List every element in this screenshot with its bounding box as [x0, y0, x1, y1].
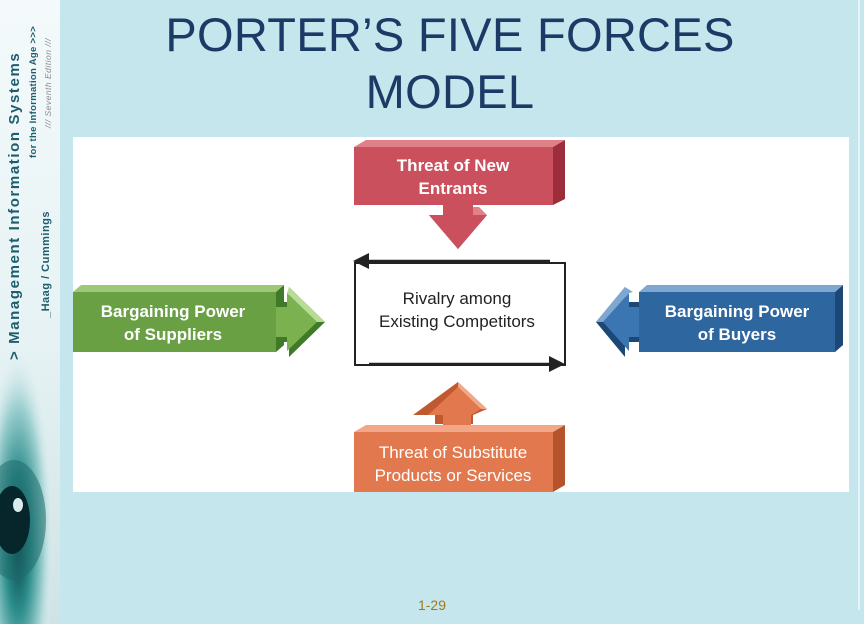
eye-graphic-icon — [0, 300, 60, 624]
suppliers-line-1: Bargaining Power — [101, 302, 246, 321]
new-entrants-line-2: Entrants — [419, 179, 488, 198]
substitutes-line-2: Products or Services — [375, 466, 532, 485]
five-forces-diagram: Threat of New Entrants Bargaining Power … — [73, 137, 849, 492]
book-title: > Management Information Systems — [6, 51, 23, 360]
rivalry-line-1: Rivalry among — [403, 289, 512, 308]
title-line-1: PORTER’S FIVE FORCES — [165, 8, 735, 61]
sidebar-band: > Management Information Systems for the… — [0, 0, 60, 624]
title-line-2: MODEL — [365, 65, 535, 118]
buyers-line-2: of Buyers — [698, 325, 776, 344]
buyers-rect — [639, 292, 835, 352]
slide-title: PORTER’S FIVE FORCES MODEL — [110, 6, 790, 120]
new-entrants-box: Threat of New Entrants — [354, 140, 565, 249]
arrow-left-icon — [353, 253, 369, 269]
new-entrants-rect — [354, 147, 553, 205]
buyers-line-1: Bargaining Power — [665, 302, 810, 321]
suppliers-box: Bargaining Power of Suppliers — [73, 285, 325, 357]
substitutes-rect — [354, 432, 553, 492]
suppliers-line-2: of Suppliers — [124, 325, 222, 344]
buyers-box: Bargaining Power of Buyers — [596, 285, 843, 357]
page-number: 1-29 — [417, 597, 447, 613]
rivalry-box: Rivalry among Existing Competitors — [353, 253, 566, 372]
suppliers-rect — [73, 292, 276, 352]
new-entrants-line-1: Threat of New — [397, 156, 510, 175]
slide-edge — [858, 0, 860, 610]
book-subtitle: for the Information Age >>> — [28, 25, 39, 158]
rivalry-line-2: Existing Competitors — [379, 312, 535, 331]
diagram-canvas: Threat of New Entrants Bargaining Power … — [73, 140, 843, 492]
authors-label: _Haag / Cummings — [40, 210, 52, 318]
substitutes-line-1: Threat of Substitute — [379, 443, 527, 462]
arrow-right-icon — [549, 356, 565, 372]
substitutes-box: Threat of Substitute Products or Service… — [354, 382, 565, 492]
edition-label: /// Seventh Edition /// — [43, 38, 53, 128]
